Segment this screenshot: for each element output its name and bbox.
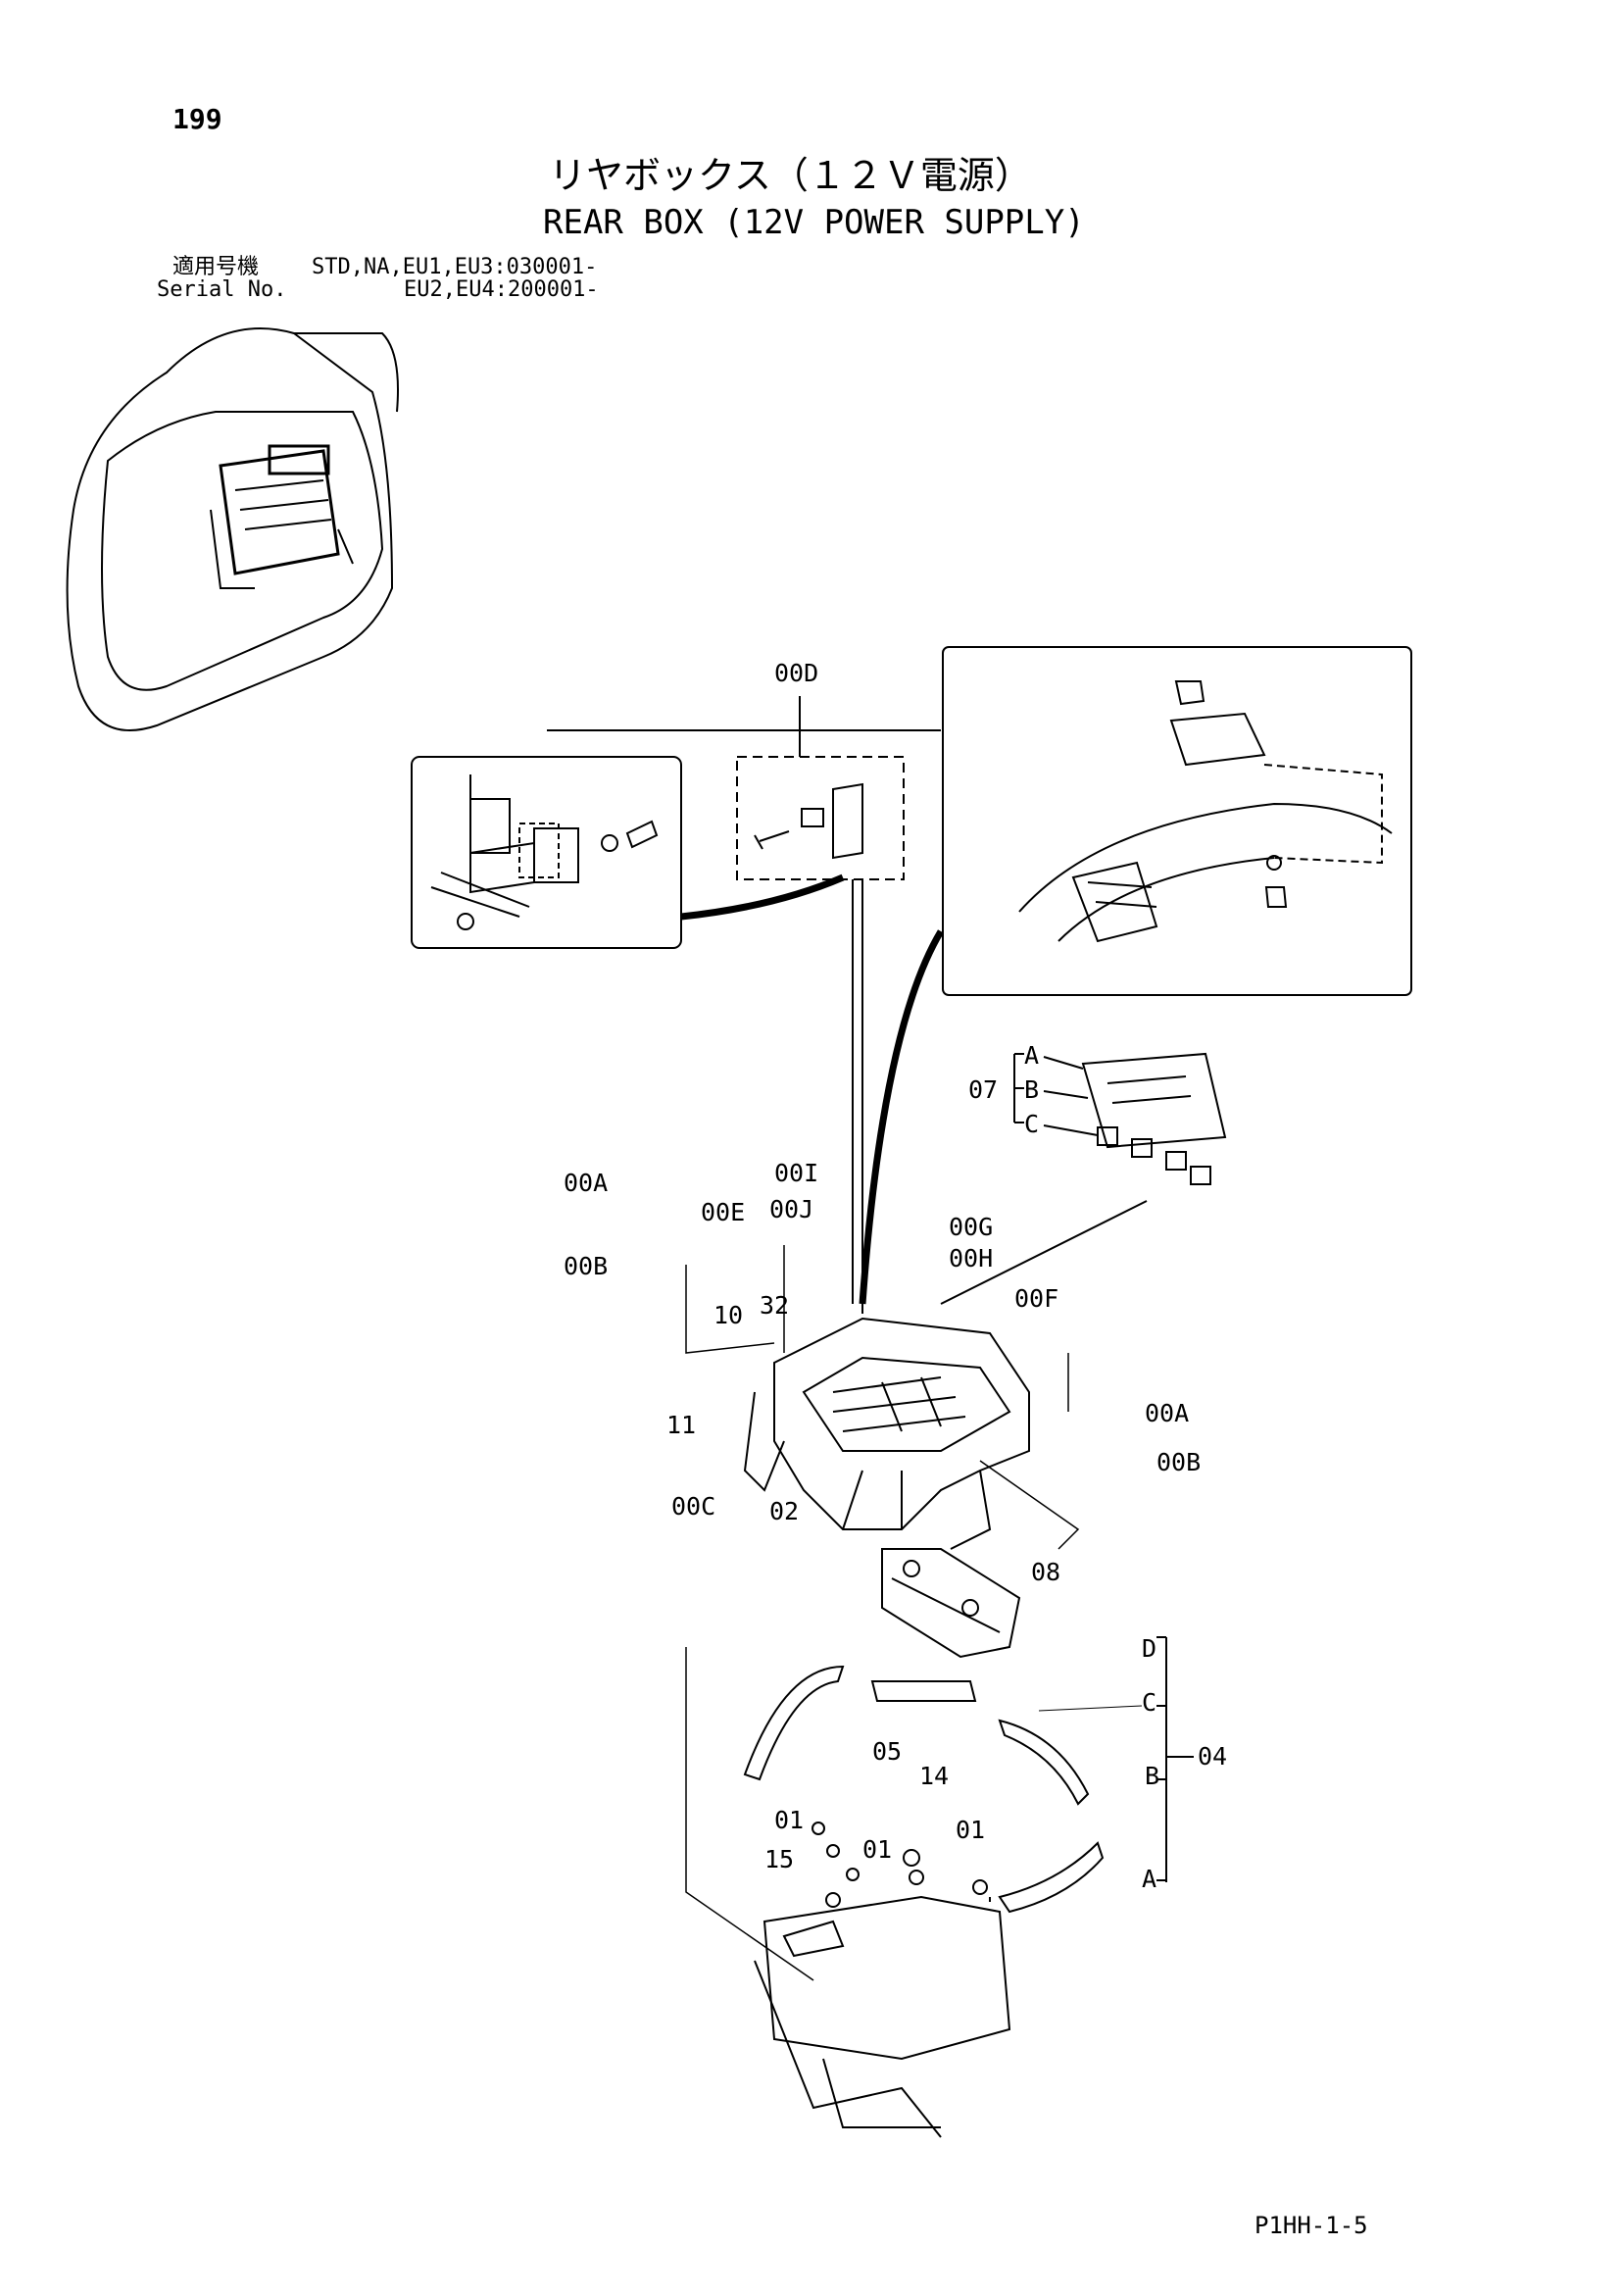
callout-08: 08 <box>1031 1558 1060 1586</box>
callout-04: 04 <box>1198 1742 1227 1771</box>
callout-07-c: C <box>1024 1110 1039 1138</box>
callout-00J: 00J <box>769 1195 813 1223</box>
callout-labels: 00D A 07 B C 00A 00B 00E 00I 00J 00G 00H… <box>564 659 1227 1893</box>
machine-overview-illustration <box>66 327 399 731</box>
callout-04-c: C <box>1142 1688 1156 1717</box>
callout-02: 02 <box>769 1497 799 1525</box>
applicable-label: 適用号機 <box>172 255 260 279</box>
figure-code: P1HH-1-5 <box>1254 2212 1368 2239</box>
callout-01-c: 01 <box>956 1816 985 1844</box>
callout-00H: 00H <box>949 1244 993 1273</box>
callout-07: 07 <box>968 1075 998 1104</box>
serial-range-2: EU2,EU4:200001- <box>404 277 599 302</box>
serial-range-1: STD,NA,EU1,EU3:030001- <box>312 255 598 279</box>
callout-01-a: 01 <box>774 1806 804 1834</box>
title-english: REAR BOX (12V POWER SUPPLY) <box>543 203 1085 242</box>
callout-00I: 00I <box>774 1159 818 1187</box>
callout-15: 15 <box>764 1845 794 1873</box>
callout-00D: 00D <box>774 659 818 687</box>
callout-05: 05 <box>872 1737 902 1766</box>
callout-04-b: B <box>1145 1762 1159 1790</box>
callout-00G: 00G <box>949 1213 993 1241</box>
callout-00A-left: 00A <box>564 1169 608 1197</box>
callout-04-a: A <box>1142 1865 1156 1893</box>
callout-10: 10 <box>713 1301 743 1329</box>
title-japanese: リヤボックス（１２Ｖ電源） <box>549 154 1032 197</box>
callout-00A-right: 00A <box>1145 1399 1189 1427</box>
floor-plate <box>754 1822 1011 2138</box>
callout-32: 32 <box>760 1291 789 1320</box>
callout-00B-left: 00B <box>564 1252 608 1280</box>
relay-box-07 <box>940 1052 1227 1305</box>
callout-01-b: 01 <box>862 1835 892 1864</box>
covers-04 <box>743 1636 1194 1914</box>
callout-00E: 00E <box>701 1198 745 1226</box>
leader-lines <box>685 1245 1080 1981</box>
serial-label: Serial No. <box>157 277 287 302</box>
inset-mounting-detail <box>859 646 1412 1305</box>
rear-box-assembly <box>743 1317 1030 1550</box>
bracket-08 <box>881 1548 1021 1659</box>
inset-00D-detail <box>547 696 941 1314</box>
page-number: 199 <box>172 103 222 135</box>
callout-11: 11 <box>666 1411 696 1439</box>
inset-bracket-detail <box>411 756 845 949</box>
callout-14: 14 <box>919 1762 949 1790</box>
callout-07-b: B <box>1024 1075 1039 1104</box>
callout-00B-right: 00B <box>1156 1448 1201 1476</box>
callout-00F: 00F <box>1014 1284 1058 1313</box>
callout-07-a: A <box>1024 1041 1039 1070</box>
callout-04-d: D <box>1142 1634 1156 1663</box>
callout-00C: 00C <box>671 1492 715 1521</box>
